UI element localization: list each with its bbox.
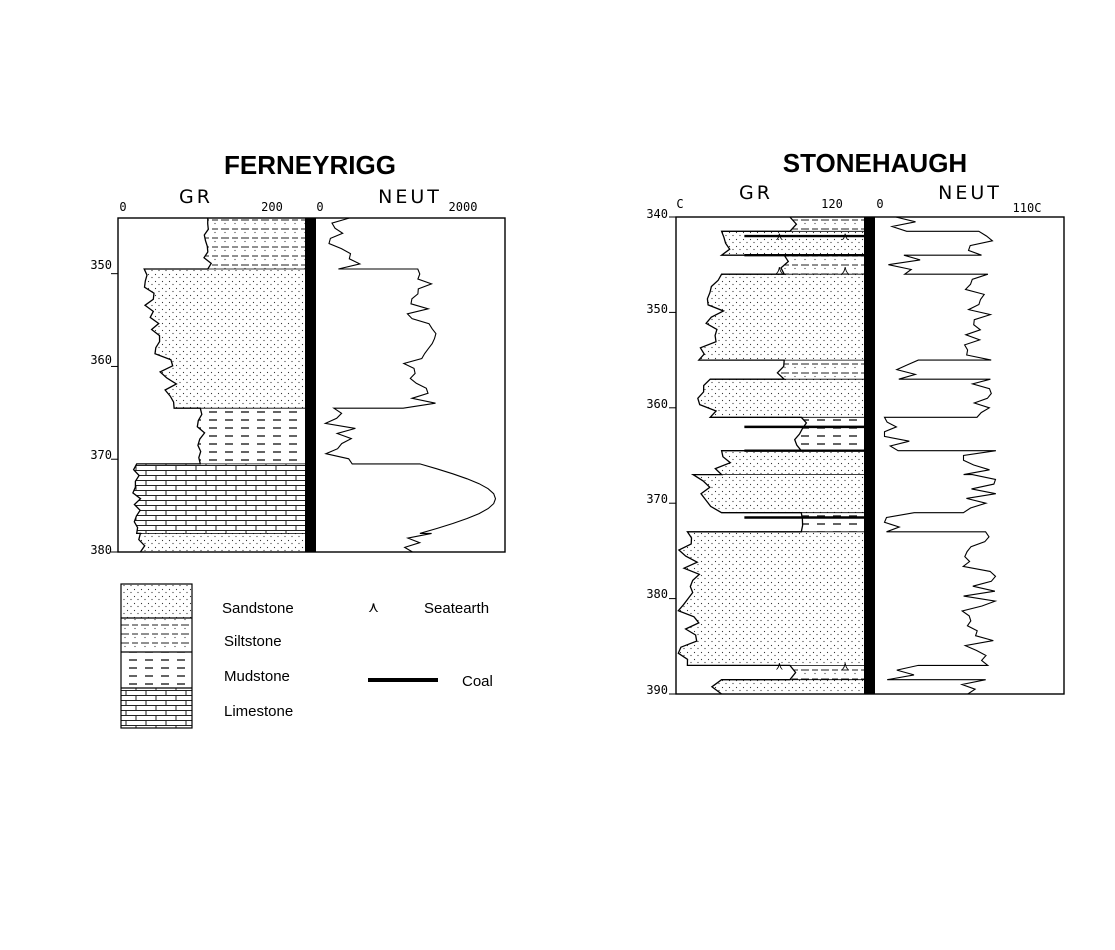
lithology-unit-mudstone [794, 417, 864, 451]
neut-curve [883, 216, 998, 695]
lithology-column [132, 217, 305, 552]
depth-ticks [111, 273, 118, 553]
depth-ticks [669, 216, 676, 695]
gr-tick: 0 [119, 200, 126, 214]
neut-curve [323, 217, 497, 553]
legend-label-mudstone: Mudstone [224, 668, 290, 685]
legend-label-limestone: Limestone [224, 703, 293, 720]
lithology-unit-siltstone [789, 665, 864, 680]
neut-tick: 0 [316, 200, 323, 214]
lithology-unit-sandstone [697, 379, 864, 418]
seatearth-icon: ⋏ [841, 263, 849, 276]
track-frame [675, 216, 1065, 695]
neut-tick: 110C [1013, 201, 1042, 215]
well-title: STONEHAUGH [783, 148, 967, 178]
lithology-unit-sandstone [711, 679, 864, 694]
seatearth-icon: ⋏ [775, 263, 783, 276]
seatearth-icon: ⋏ [368, 599, 379, 616]
neut-tick: 2000 [449, 200, 478, 214]
neut-tick: 0 [876, 197, 883, 211]
coal-depth-bar [305, 218, 316, 552]
lithology-unit-sandstone [144, 269, 305, 409]
lithology-column [678, 216, 864, 694]
depth-tick: 380 [646, 587, 668, 601]
neut-label: NEUT [938, 182, 1002, 204]
seatearth-icon: ⋏ [841, 230, 849, 243]
lithology-unit-siltstone [781, 255, 864, 275]
depth-tick: 380 [90, 543, 112, 557]
legend: Sandstone Siltstone Mudstone Limestone ⋏… [120, 583, 493, 729]
legend-swatch-siltstone [121, 618, 192, 652]
coal-seatearth-marks: ⋏ ⋏ ⋏ ⋏ ⋏ ⋏ [744, 230, 864, 672]
legend-swatch-sandstone [121, 584, 192, 618]
lithology-unit-sandstone [693, 474, 864, 513]
gr-label: GR [179, 186, 213, 208]
depth-tick: 390 [646, 683, 668, 697]
seatearth-icon: ⋏ [775, 659, 783, 672]
lithology-unit-siltstone [789, 217, 864, 232]
lithology-unit-sandstone [678, 531, 864, 666]
depth-tick: 360 [90, 353, 112, 367]
gr-tick: 120 [821, 197, 843, 211]
well-title: FERNEYRIGG [224, 150, 396, 180]
lithology-unit-sandstone [698, 274, 864, 361]
track-frame [117, 217, 506, 553]
depth-tick: 360 [646, 397, 668, 411]
lithology-unit-limestone [132, 463, 305, 534]
seatearth-icon: ⋏ [841, 659, 849, 672]
lithology-unit-siltstone [777, 360, 864, 380]
depth-tick: 350 [646, 302, 668, 316]
depth-tick: 340 [646, 207, 668, 221]
legend-swatch-limestone [121, 688, 192, 728]
well-stonehaugh: STONEHAUGH GR NEUT C 120 0 110C 340 350 … [646, 148, 1065, 697]
lithology-unit-siltstone [204, 218, 305, 269]
gr-tick: 200 [261, 200, 283, 214]
depth-tick: 350 [90, 258, 112, 272]
lithology-unit-mudstone [801, 512, 864, 532]
well-ferneyrigg: FERNEYRIGG GR NEUT 0 200 0 2000 350 360 … [90, 150, 506, 557]
gr-label: GR [739, 182, 773, 204]
gr-tick: C [676, 197, 683, 211]
lithology-unit-sandstone [715, 450, 864, 475]
coal-depth-bar [864, 217, 875, 694]
lithology-unit-mudstone [197, 408, 305, 464]
legend-label-coal: Coal [462, 673, 493, 690]
seatearth-icon: ⋏ [775, 230, 783, 243]
legend-label-siltstone: Siltstone [224, 633, 282, 650]
legend-frame [120, 583, 193, 729]
gr-curve [132, 217, 213, 553]
coal-icon [368, 678, 438, 682]
legend-label-seatearth: Seatearth [424, 600, 489, 617]
depth-tick: 370 [646, 492, 668, 506]
neut-label: NEUT [378, 186, 442, 208]
lithology-unit-sandstone [138, 533, 305, 552]
legend-swatch-mudstone [121, 652, 192, 688]
depth-tick: 370 [90, 448, 112, 462]
legend-label-sandstone: Sandstone [222, 600, 294, 617]
